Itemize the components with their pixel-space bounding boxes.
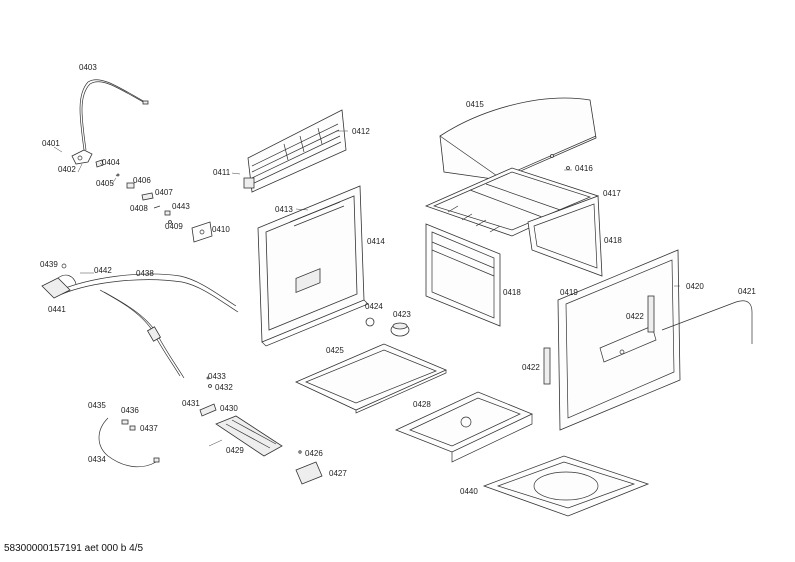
label-0443: 0443 [172, 202, 190, 211]
label-0416: 0416 [575, 164, 593, 173]
part-0438-0442-wiring-harness[interactable] [59, 273, 239, 379]
label-0440: 0440 [460, 487, 478, 496]
part-0421-rod[interactable] [661, 300, 753, 344]
label-0418-left: 0418 [503, 288, 521, 297]
label-0430: 0430 [220, 404, 238, 413]
part-0410-plate[interactable] [191, 221, 213, 243]
part-0404-clip[interactable] [95, 159, 104, 168]
part-0407-0408-fastener[interactable] [141, 192, 161, 209]
part-0426-screw[interactable] [298, 450, 302, 454]
label-0427: 0427 [329, 469, 347, 478]
label-0422-left: 0422 [522, 363, 540, 372]
part-0436-0437-connector[interactable] [121, 419, 136, 431]
label-0437: 0437 [140, 424, 158, 433]
label-0403: 0403 [79, 63, 97, 72]
part-0416-screw[interactable] [550, 154, 570, 170]
part-0405-screw[interactable] [115, 173, 120, 177]
label-0417: 0417 [603, 189, 621, 198]
label-0428: 0428 [413, 400, 431, 409]
part-0423-lamp-housing[interactable] [390, 322, 410, 337]
label-0419: 0419 [560, 288, 578, 297]
part-0419-0420-rear-panel[interactable] [557, 249, 681, 431]
part-0429-element[interactable] [215, 415, 283, 457]
label-0405: 0405 [96, 179, 114, 188]
label-0423: 0423 [393, 310, 411, 319]
label-0420: 0420 [686, 282, 704, 291]
part-0406-holder[interactable] [126, 182, 135, 189]
label-0441: 0441 [48, 305, 66, 314]
part-0425-bottom-plate[interactable] [295, 343, 448, 414]
document-id-footer: 58300000157191 aet 000 b 4/5 [4, 543, 144, 554]
label-0410: 0410 [212, 225, 230, 234]
part-0424-lamp[interactable] [365, 317, 375, 327]
label-0438: 0438 [136, 269, 154, 278]
part-0415-top-cover[interactable] [439, 97, 597, 181]
label-0415: 0415 [466, 100, 484, 109]
part-0434-cable[interactable] [98, 417, 160, 468]
part-0413-0414-front-frame[interactable] [257, 185, 369, 347]
label-0414: 0414 [367, 237, 385, 246]
label-0431: 0431 [182, 399, 200, 408]
leader-lines [53, 130, 680, 447]
label-0409: 0409 [165, 222, 183, 231]
label-0408: 0408 [130, 204, 148, 213]
label-0439: 0439 [40, 260, 58, 269]
part-0422-strip-left[interactable] [543, 347, 551, 385]
label-0426: 0426 [305, 449, 323, 458]
label-0407: 0407 [155, 188, 173, 197]
label-0435: 0435 [88, 401, 106, 410]
label-0404: 0404 [102, 158, 120, 167]
part-0432-0433-screw[interactable] [206, 376, 212, 388]
part-0427-switch[interactable] [295, 461, 323, 485]
label-0401: 0401 [42, 139, 60, 148]
part-0403-cable[interactable] [79, 79, 149, 151]
label-0406: 0406 [133, 176, 151, 185]
part-0439-0441-plug[interactable] [41, 263, 77, 299]
part-0418-side-wall-right[interactable] [527, 195, 603, 277]
part-0430-0431-bracket[interactable] [199, 403, 217, 417]
label-0422-right: 0422 [626, 312, 644, 321]
part-0428-base-tray[interactable] [394, 391, 533, 463]
part-0418-side-wall-left[interactable] [425, 223, 501, 327]
label-0442: 0442 [94, 266, 112, 275]
label-0411: 0411 [213, 168, 231, 177]
label-0432: 0432 [215, 383, 233, 392]
label-0424: 0424 [365, 302, 383, 311]
label-0433: 0433 [208, 372, 226, 381]
part-0440-bottom-frame[interactable] [482, 455, 650, 517]
label-0418-right: 0418 [604, 236, 622, 245]
label-0425: 0425 [326, 346, 344, 355]
label-0434: 0434 [88, 455, 106, 464]
label-0429: 0429 [226, 446, 244, 455]
label-0412: 0412 [352, 127, 370, 136]
label-0421: 0421 [738, 287, 756, 296]
part-0401-0402-bracket[interactable] [71, 149, 93, 165]
label-0436: 0436 [121, 406, 139, 415]
label-0402: 0402 [58, 165, 76, 174]
part-0443-0409-clip[interactable] [164, 210, 172, 224]
part-0422-strip-right[interactable] [647, 295, 655, 333]
part-0411-0412-heat-shield[interactable] [243, 109, 347, 193]
part-labels: 0403 0401 0402 0404 0405 0406 0407 0408 … [40, 63, 756, 496]
label-0413: 0413 [275, 205, 293, 214]
